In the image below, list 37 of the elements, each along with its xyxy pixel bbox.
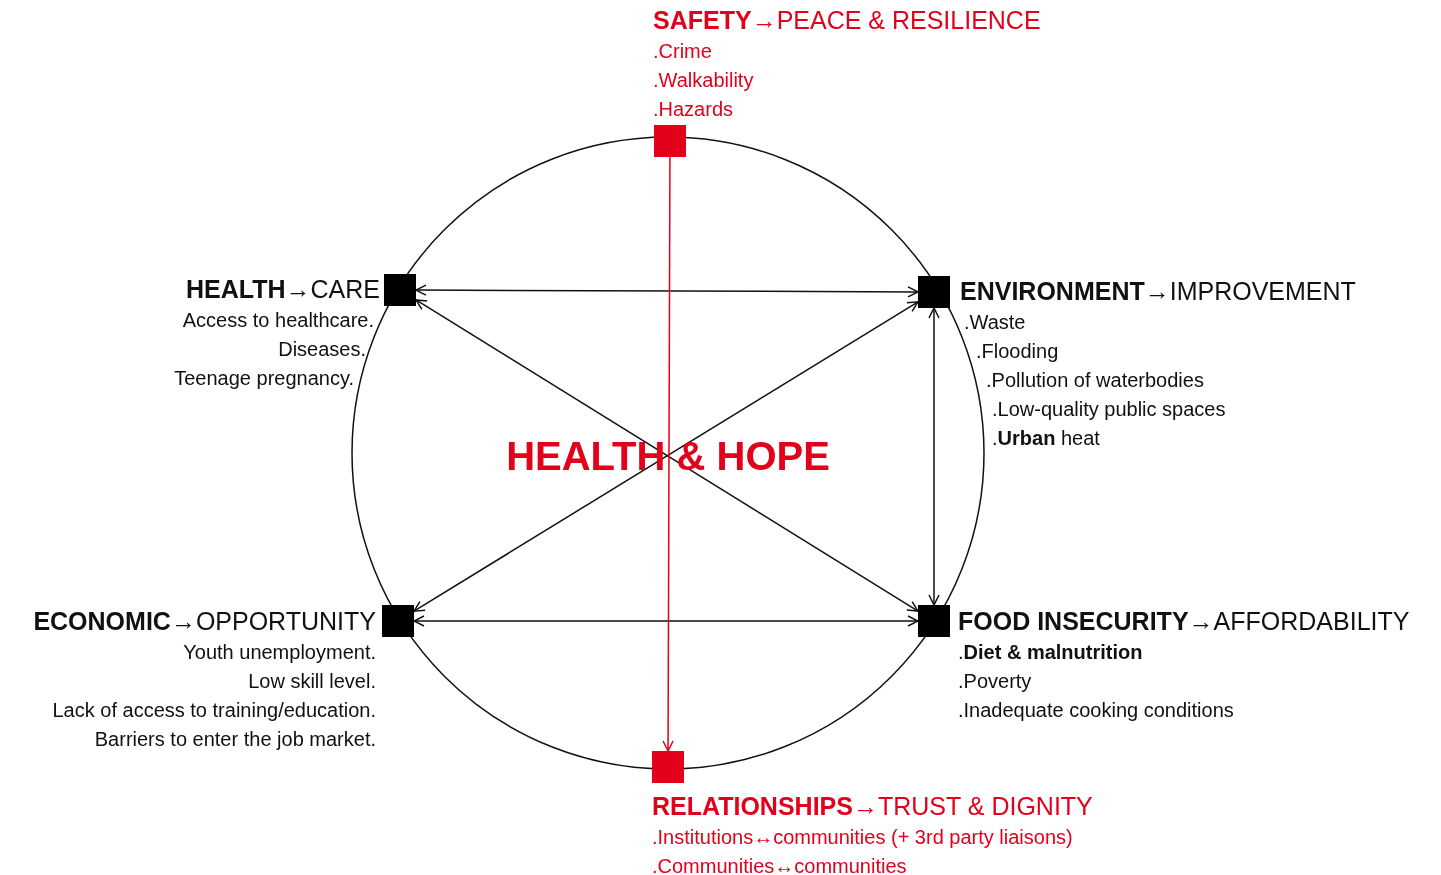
square-marker xyxy=(652,751,684,783)
category-heading: ENVIRONMENT→IMPROVEMENT xyxy=(960,277,1356,306)
list-item: .Walkability xyxy=(653,68,754,93)
arrow xyxy=(928,307,940,606)
list-item: .Waste xyxy=(964,310,1026,335)
square-marker xyxy=(382,605,414,637)
list-item: .Pollution of waterbodies xyxy=(986,368,1204,393)
center-title: HEALTH & HOPE xyxy=(506,433,830,480)
square-marker xyxy=(654,125,686,157)
category-heading: SAFETY→PEACE & RESILIENCE xyxy=(653,6,1041,35)
list-item: .Inadequate cooking conditions xyxy=(958,698,1234,723)
category-heading: RELATIONSHIPS→TRUST & DIGNITY xyxy=(652,792,1093,821)
list-item: Teenage pregnancy. xyxy=(174,366,354,391)
list-item: Access to healthcare. xyxy=(182,308,374,333)
arrow xyxy=(413,615,919,627)
category-heading: FOOD INSECURITY→AFFORDABILITY xyxy=(958,607,1410,636)
list-item: Low skill level. xyxy=(248,669,376,694)
square-marker xyxy=(918,276,950,308)
list-item: Barriers to enter the job market. xyxy=(94,727,376,752)
list-item: Youth unemployment. xyxy=(183,640,376,665)
list-item: Diseases. xyxy=(278,337,366,362)
list-item: .Poverty xyxy=(958,669,1032,694)
category-heading: HEALTH→CARE xyxy=(186,275,380,304)
square-marker xyxy=(918,605,950,637)
list-item: .Institutions↔communities (+ 3rd party liaisons) xyxy=(652,825,1073,850)
list-item: .Hazards xyxy=(653,97,734,122)
arrow xyxy=(662,156,674,752)
list-item: .Diet & malnutrition xyxy=(958,640,1143,665)
list-item: .Communities↔communities xyxy=(652,854,907,875)
square-marker xyxy=(384,274,416,306)
list-item: .Urban heat xyxy=(992,426,1100,451)
list-item: .Flooding xyxy=(976,339,1059,364)
category-heading: ECONOMIC→OPPORTUNITY xyxy=(33,607,376,636)
arrow xyxy=(415,284,919,298)
list-item: .Low-quality public spaces xyxy=(992,397,1226,422)
list-item: Lack of access to training/education. xyxy=(52,698,376,723)
list-item: .Crime xyxy=(653,39,712,64)
